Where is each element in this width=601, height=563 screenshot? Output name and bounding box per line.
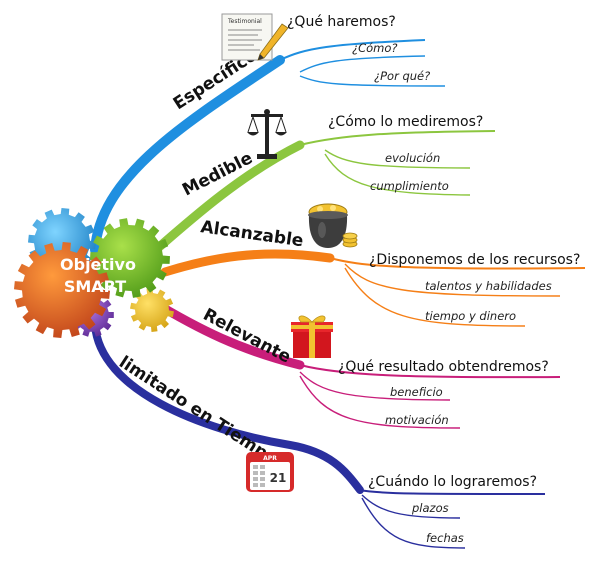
branch-medible-underline	[299, 130, 496, 146]
gift-icon	[291, 315, 333, 358]
money-pot-icon	[308, 203, 358, 248]
branch-alcanzable-sub2-line	[344, 267, 526, 327]
gear-orange	[14, 242, 110, 338]
branch-medible-sub1-line	[324, 149, 471, 169]
gear-green	[90, 218, 170, 298]
document-heading: Testimonial	[227, 18, 262, 25]
branch-limitado-sub1-line	[361, 494, 461, 519]
branch-especifico-sub-1: ¿Cómo?	[352, 41, 398, 55]
branch-alcanzable-underline	[329, 257, 586, 270]
branch-relevante-sub-1: beneficio	[390, 385, 443, 399]
branch-limitado-underline	[359, 489, 546, 495]
branch-alcanzable-question: ¿Disponemos de los recursos?	[369, 252, 580, 268]
balance-scale-icon	[247, 109, 287, 159]
branch-especifico-stem	[90, 55, 285, 255]
branch-medible-sub-1: evolución	[385, 151, 440, 165]
branch-relevante-question: ¿Qué resultado obtendremos?	[338, 359, 549, 375]
branch-relevante-underline	[299, 364, 561, 379]
branch-medible-sub2-line	[324, 153, 471, 196]
branch-relevante-sub1-line	[299, 371, 451, 401]
branch-especifico-sub2-line	[299, 75, 446, 87]
center-title-line2: SMART	[64, 277, 126, 296]
gear-yellow	[130, 288, 174, 332]
branch-limitado-stem	[91, 321, 364, 494]
center-title-line1: Objetivo	[60, 255, 136, 274]
calendar-month: APR	[263, 455, 277, 462]
branch-relevante-sub2-line	[299, 375, 461, 429]
branch-especifico-question: ¿Qué haremos?	[287, 14, 396, 30]
branch-medible-sub-2: cumplimiento	[370, 179, 449, 193]
branch-medible-question: ¿Cómo lo mediremos?	[328, 114, 483, 130]
branch-limitado-sub2-line	[361, 497, 466, 549]
branch-especifico-underline	[279, 39, 426, 61]
branch-alcanzable-label: Alcanzable	[199, 217, 304, 251]
document-pen-icon: Testimonial	[221, 13, 289, 61]
branch-limitado-sub-2: fechas	[426, 531, 464, 545]
branch-alcanzable-sub-2: tiempo y dinero	[425, 309, 516, 323]
calendar-day: 21	[270, 471, 287, 485]
branch-alcanzable-stem	[160, 249, 335, 277]
calendar-icon: APR 21	[246, 452, 294, 492]
branch-limitado-sub-1: plazos	[411, 501, 449, 515]
center-gears: Objetivo SMART	[14, 208, 174, 338]
branch-especifico-sub-2: ¿Por qué?	[374, 69, 430, 83]
branch-alcanzable: Alcanzable ¿Disponemos de los recursos? …	[160, 217, 586, 327]
branch-alcanzable-sub-1: talentos y habilidades	[425, 279, 552, 293]
branch-alcanzable-sub1-line	[344, 263, 561, 297]
branch-relevante-sub-2: motivación	[385, 413, 449, 427]
branch-especifico-sub1-line	[299, 55, 426, 73]
branch-limitado-question: ¿Cuándo lo lograremos?	[368, 474, 537, 490]
